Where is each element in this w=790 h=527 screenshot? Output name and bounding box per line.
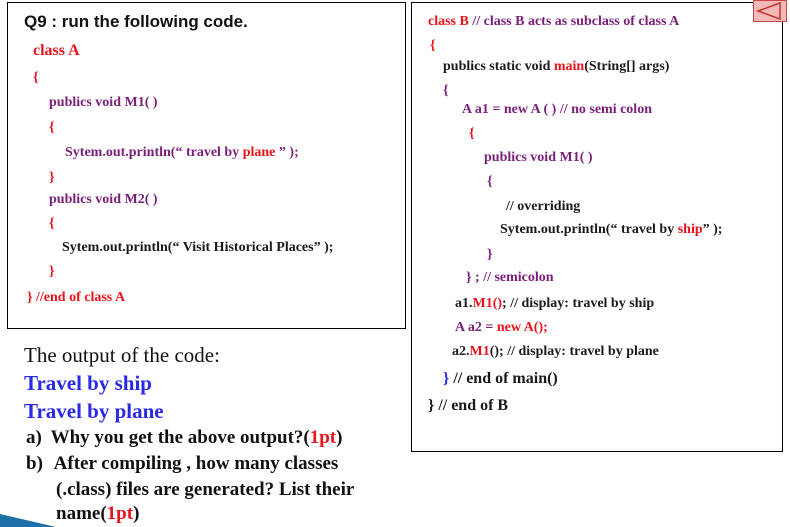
back-arrow-icon[interactable] — [753, 0, 787, 22]
output-line-2: Travel by plane — [24, 399, 164, 423]
anon-class-close: } ; // semicolon — [466, 270, 554, 286]
class-a-m1-decl: publics void M1( ) — [49, 95, 158, 110]
main-close: } // end of main() — [443, 370, 558, 388]
b-print-suffix: ” ); — [702, 222, 723, 237]
main-decl-suffix: (String[] args) — [584, 59, 670, 74]
a1-call-method: M1() — [472, 296, 503, 311]
question-b-points: 1pt — [106, 503, 134, 524]
a2-call: a2.M1(); // display: travel by plane — [452, 344, 659, 360]
corner-decoration — [0, 514, 56, 527]
anon-close-brace: } ; — [466, 270, 480, 285]
class-b-close-comment: // end of B — [434, 397, 509, 414]
m1-print-prefix: Sytem.out.println(“ travel by — [65, 145, 243, 160]
a2-call-obj: a2. — [452, 344, 470, 359]
a2-declaration: A a2 = new A(); — [455, 320, 548, 336]
a1-call: a1.M1(); // display: travel by ship — [455, 296, 654, 312]
class-b-decl-comment: // class B acts as subclass of class A — [468, 14, 680, 29]
anon-class-open: { — [469, 126, 475, 141]
question-a-text: Why you get the above output?( — [50, 427, 310, 448]
a2-decl-type: A a2 = — [455, 320, 497, 335]
main-decl-word: main — [553, 59, 585, 74]
question-a-points: 1pt — [309, 427, 337, 448]
question-b-marker: b) — [26, 453, 43, 474]
question-a: a) Why you get the above output?(1pt) — [26, 427, 342, 449]
m1-print-suffix: ” ); — [275, 145, 299, 160]
question-a-close: ) — [336, 427, 343, 448]
question-b-line-1: b) After compiling , how many classes — [26, 453, 338, 475]
class-a-m1-statement: Sytem.out.println(“ travel by plane ” ); — [65, 145, 299, 161]
a1-call-comment: ; // display: travel by ship — [502, 296, 655, 311]
override-comment: // overriding — [506, 199, 581, 214]
class-a-decl: class A — [33, 42, 80, 59]
a2-call-comment: (); // display: travel by plane — [489, 344, 659, 359]
output-label: The output of the code: — [24, 343, 220, 367]
class-a-m1-open: { — [49, 120, 55, 135]
a2-decl-new: new A(); — [496, 320, 548, 335]
b-print-prefix: Sytem.out.println(“ travel by — [500, 222, 678, 237]
b-print-word: ship — [677, 222, 703, 237]
main-decl-prefix: publics static void — [443, 59, 554, 74]
main-open-brace: { — [443, 83, 449, 98]
class-b-m1-decl: publics void M1( ) — [484, 150, 593, 165]
class-a-m2-open: { — [49, 216, 55, 231]
question-b-name: name( — [56, 503, 107, 524]
class-b-box — [411, 2, 783, 452]
m1-print-word: plane — [242, 145, 276, 160]
class-b-m1-close: } — [487, 247, 493, 262]
class-a-box — [7, 2, 406, 329]
main-decl: publics static void main(String[] args) — [443, 59, 669, 75]
class-b-close: } // end of B — [428, 397, 508, 415]
class-b-decl: class B — [428, 14, 469, 29]
output-line-1: Travel by ship — [24, 371, 152, 395]
class-b-print: Sytem.out.println(“ travel by ship” ); — [500, 222, 722, 238]
class-a-m2-statement: Sytem.out.println(“ Visit Historical Pla… — [62, 240, 334, 255]
class-a-end: } //end of class A — [27, 290, 125, 306]
class-a-m1-close: } — [49, 170, 55, 185]
class-b-open-brace: { — [430, 38, 436, 53]
question-b-text: After compiling , how many classes — [53, 453, 339, 474]
class-a-open-brace: { — [33, 70, 39, 85]
question-b-line-3: name(1pt) — [56, 503, 139, 525]
a1-call-obj: a1. — [455, 296, 473, 311]
class-b-m1-open: { — [487, 174, 493, 189]
question-b-line-2: (.class) files are generated? List their — [56, 479, 355, 500]
class-a-end-comment: //end of class A — [32, 290, 126, 305]
question-title: Q9 : run the following code. — [24, 12, 248, 31]
class-b-close-brace: } — [428, 397, 435, 414]
question-b-close: ) — [133, 503, 140, 524]
a1-declaration: A a1 = new A ( ) // no semi colon — [462, 102, 652, 117]
a2-call-method: M1 — [469, 344, 490, 359]
class-b-decl-line: class B // class B acts as subclass of c… — [428, 14, 679, 30]
class-a-m2-decl: publics void M2( ) — [49, 192, 158, 207]
main-close-brace: } — [443, 370, 450, 387]
main-close-comment: // end of main() — [449, 370, 558, 387]
class-a-end-brace: } — [27, 290, 33, 305]
anon-close-comment: // semicolon — [479, 270, 554, 285]
question-a-marker: a) — [26, 427, 42, 448]
class-a-m2-close: } — [49, 264, 55, 279]
